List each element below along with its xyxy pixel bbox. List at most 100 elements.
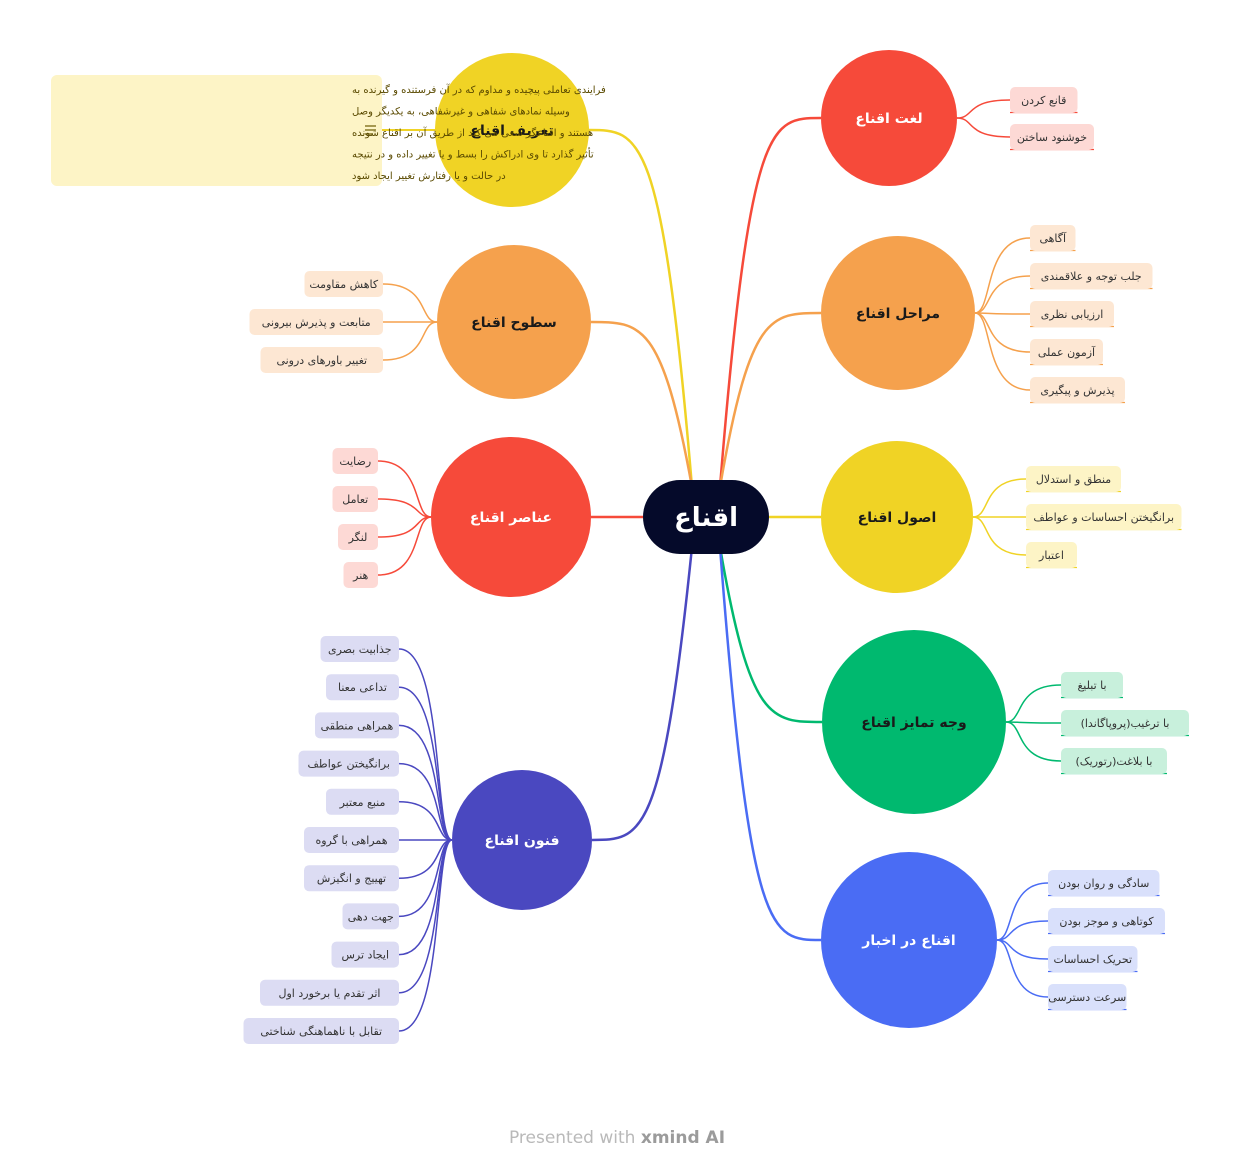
leaf-label: تحریک احساسات [1053, 953, 1132, 966]
leaf-node[interactable]: با بلاغت(رتوریک) [1061, 748, 1167, 774]
leaf-node[interactable]: تغییر باورهای درونی [260, 347, 384, 373]
leaf-connector [974, 312, 1031, 315]
note-line: فرایندی تعاملی پیچیده و مداوم که در آن ف… [352, 83, 606, 96]
topic-circle[interactable] [452, 770, 592, 910]
leaf-box [1030, 339, 1103, 365]
leaf-label: آزمون عملی [1038, 345, 1096, 359]
leaf-node[interactable]: جهت دهی [342, 903, 400, 930]
leaf-label: اعتبار [1038, 549, 1064, 562]
topic-circle[interactable] [821, 441, 973, 593]
leaf-box [1048, 946, 1138, 972]
leaf-node[interactable]: جذابیت بصری [320, 636, 400, 662]
topic-circle[interactable] [431, 437, 591, 597]
leaf-connector [398, 839, 453, 879]
leaf-label: تداعی معنا [338, 681, 387, 694]
leaf-node[interactable]: با ترغیب(پروپاگاندا) [1061, 710, 1189, 736]
leaf-node[interactable]: لنگر [338, 524, 378, 550]
leaf-node[interactable]: تحریک احساسات [1048, 946, 1138, 972]
leaf-box [332, 448, 378, 474]
leaf-node[interactable]: منبع معتبر [326, 788, 399, 815]
topic-label: اصول اقناع [858, 510, 937, 526]
leaf-connector [996, 920, 1049, 941]
leaf-node[interactable]: ایجاد ترس [331, 941, 400, 968]
leaf-node[interactable]: تداعی معنا [326, 674, 399, 701]
leaf-label: کاهش مقاومت [309, 278, 378, 291]
leaf-node[interactable]: آزمون عملی [1030, 339, 1103, 365]
leaf-node[interactable]: برانگیختن عواطف [298, 750, 400, 777]
leaf-box [1048, 984, 1127, 1010]
leaf-connector [996, 939, 1049, 998]
leaf-node[interactable]: خوشنود ساختن [1010, 124, 1094, 150]
leaf-node[interactable]: همراهی با گروه [304, 827, 399, 853]
topic-circle[interactable] [821, 852, 997, 1028]
branch-b6[interactable]: تعریف اقناع فرایندی تعاملی پیچیده و مداوم… [51, 53, 606, 207]
leaf-label: ارزیابی نظری [1041, 308, 1104, 321]
leaf-box [243, 1018, 399, 1044]
branch-b1[interactable]: لغت اقناع قانع کردن خوشنود ساختن [821, 50, 1094, 186]
leaf-box [1061, 710, 1189, 736]
connector-b5 [718, 546, 822, 942]
note-line: وسیله نمادهای شفاهی و غیرشفاهی، به یکدیگ… [352, 106, 570, 118]
leaf-node[interactable]: قانع کردن [1010, 87, 1078, 113]
leaf-node[interactable]: سرعت دسترسی [1048, 984, 1127, 1010]
footer-presented: Presented with [508, 1128, 636, 1148]
definition-note[interactable]: فرایندی تعاملی پیچیده و مداوم که در آن ف… [51, 75, 606, 186]
leaf-box [1026, 504, 1182, 530]
leaf-connector [398, 839, 453, 1032]
topic-label: فنون اقناع [485, 833, 560, 849]
leaf-node[interactable]: برانگیختن احساسات و عواطف [1026, 504, 1182, 530]
note-line: هستند و اقناعگر سعی می کند از طریق آن بر… [352, 126, 593, 139]
connector-b7 [590, 320, 694, 488]
leaf-node[interactable]: سادگی و روان بودن [1048, 870, 1160, 896]
topic-circle[interactable] [822, 630, 1006, 814]
leaf-node[interactable]: کوتاهی و موجز بودن [1048, 908, 1165, 934]
branch-b3[interactable]: اصول اقناع منطق و استدلال برانگیختن احساسا… [821, 441, 1182, 593]
leaf-node[interactable]: تعامل [332, 486, 379, 512]
topic-circle[interactable] [821, 236, 975, 390]
topic-circle[interactable] [437, 245, 591, 399]
leaf-label: قانع کردن [1021, 94, 1066, 107]
leaf-node[interactable]: رضایت [332, 448, 379, 474]
leaf-node[interactable]: کاهش مقاومت [304, 271, 384, 297]
connector-b9 [591, 546, 694, 842]
leaf-node[interactable]: با تبلیغ [1061, 672, 1123, 698]
topic-circle[interactable] [435, 53, 589, 207]
topic-circle[interactable] [821, 50, 957, 186]
leaf-node[interactable]: جلب توجه و علاقمندی [1030, 263, 1153, 289]
leaf-box [331, 941, 399, 968]
leaf-node[interactable]: تقابل با ناهماهنگی شناختی [243, 1018, 400, 1044]
leaf-box [249, 309, 383, 335]
leaf-node[interactable]: متابعت و پذیرش بیرونی [249, 309, 384, 335]
topic-label: لغت اقناع [855, 111, 922, 127]
leaf-label: جلب توجه و علاقمندی [1041, 270, 1142, 283]
leaf-box [304, 271, 383, 297]
leaf-box [1030, 225, 1076, 251]
leaf-node[interactable]: آگاهی [1030, 225, 1076, 251]
leaf-box [1026, 466, 1121, 492]
watermark-footer: Presented with xmind AI [0, 1128, 1234, 1148]
leaf-connector [996, 882, 1049, 941]
leaf-node[interactable]: اثر تقدم یا برخورد اول [260, 979, 399, 1006]
connector-b4 [718, 546, 823, 724]
note-box [51, 75, 382, 186]
leaf-connector [974, 312, 1031, 391]
branch-b9[interactable]: فنون اقناع جذابیت بصری تداعی معنا همراهی من… [243, 636, 593, 1044]
leaf-node[interactable]: اعتبار [1026, 542, 1077, 568]
leaf-label: ایجاد ترس [341, 949, 389, 962]
leaf-connector [377, 516, 432, 538]
root-topic[interactable]: اقناع [643, 480, 769, 554]
leaf-node[interactable]: هنر [343, 562, 379, 588]
leaf-node[interactable]: همراهی منطقی [315, 712, 399, 739]
leaf-node[interactable]: تهییج و انگیزش [304, 865, 399, 892]
leaf-node[interactable]: پذیرش و پیگیری [1030, 377, 1125, 403]
topic-label: تعریف اقناع [470, 123, 553, 139]
leaf-node[interactable]: ارزیابی نظری [1030, 301, 1114, 327]
leaf-node[interactable]: منطق و استدلال [1026, 466, 1121, 492]
leaf-box [1030, 263, 1153, 289]
